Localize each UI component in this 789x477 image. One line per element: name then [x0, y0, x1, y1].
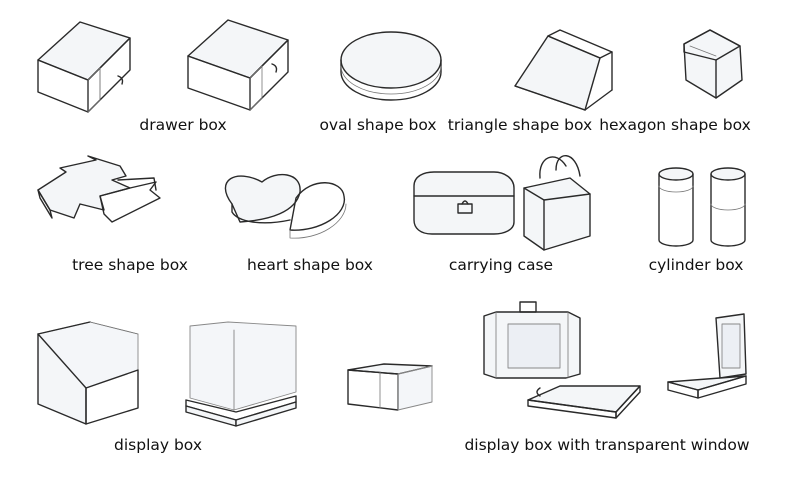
label-triangle-shape-box: triangle shape box — [447, 116, 593, 134]
window-box-hinged-illustration — [667, 313, 747, 399]
label-drawer-box: drawer box — [139, 116, 227, 134]
carrying-case-illustration — [413, 171, 515, 235]
hexagon-box-illustration — [683, 29, 743, 99]
sleeve-box-illustration — [347, 363, 433, 411]
oval-box-illustration — [340, 31, 442, 101]
label-tree-shape-box: tree shape box — [72, 256, 188, 274]
heart-box-illustration — [224, 173, 347, 239]
carrying-bag-illustration — [523, 155, 591, 251]
label-cylinder-box: cylinder box — [648, 256, 744, 274]
cylinder-box-illustration — [658, 167, 746, 247]
label-carrying-case: carrying case — [448, 256, 554, 274]
display-box-cube-illustration — [185, 321, 297, 427]
display-box-illustration — [37, 321, 139, 425]
tree-box-illustration — [37, 155, 161, 223]
label-heart-shape-box: heart shape box — [247, 256, 373, 274]
drawer-box-illustration-2 — [187, 19, 289, 111]
label-display-box: display box — [114, 436, 202, 454]
drawer-box-illustration — [37, 21, 131, 113]
label-oval-shape-box: oval shape box — [319, 116, 437, 134]
triangle-box-illustration — [514, 29, 613, 111]
label-hexagon-shape-box: hexagon shape box — [599, 116, 751, 134]
label-display-box-window: display box with transparent window — [464, 436, 750, 454]
window-box-open-illustration — [483, 301, 641, 419]
